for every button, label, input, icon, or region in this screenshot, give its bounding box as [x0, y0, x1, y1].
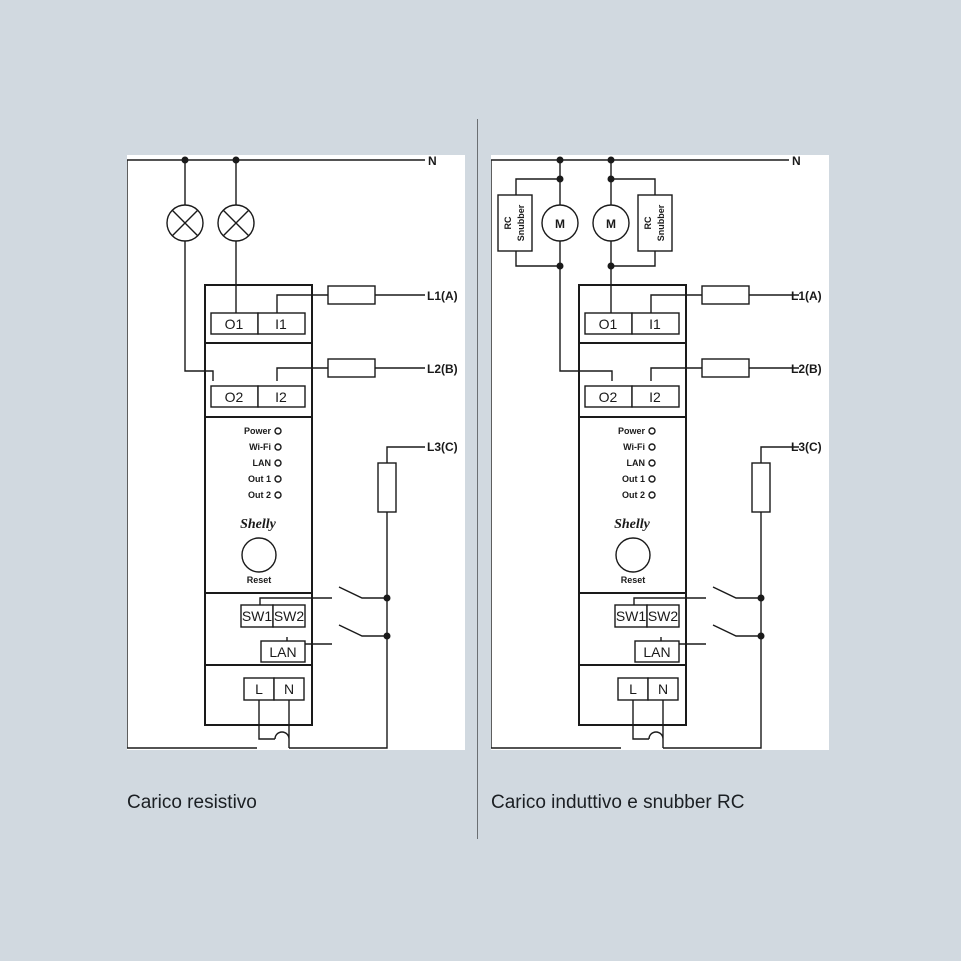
l1-wire [276, 294, 425, 316]
svg-text:I1: I1 [649, 316, 661, 332]
reset-button [241, 537, 277, 573]
svg-text:M: M [555, 217, 565, 231]
terminal-i1 [257, 312, 306, 335]
terminal-i2 [631, 385, 680, 408]
terminal-i2 [257, 385, 306, 408]
led-indicators [274, 427, 282, 499]
l3-fuse [751, 462, 771, 513]
l2-fuse [327, 358, 376, 378]
lamp-1-wire [184, 160, 214, 381]
motor-2-icon [592, 204, 630, 242]
l1-fuse [701, 285, 750, 305]
inductive-load-diagram: N RC Snubber M RC Snubber M L1(A) O1 I1 … [491, 155, 829, 750]
svg-text:I2: I2 [275, 389, 287, 405]
svg-text:Snubber: Snubber [516, 204, 526, 241]
led-wifi-label: Wi-Fi [249, 442, 271, 452]
neutral-wire [491, 159, 789, 749]
svg-text:RC: RC [503, 216, 513, 229]
l3-label: L3(C) [427, 440, 458, 454]
terminal-i1 [631, 312, 680, 335]
svg-text:L2(B): L2(B) [791, 362, 822, 376]
svg-text:L: L [255, 681, 263, 697]
switch-wires [633, 586, 761, 645]
svg-text:I2: I2 [649, 389, 661, 405]
motor-1-icon [541, 204, 579, 242]
resistive-load-diagram: N L1(A) O1 I1 L2(B) O2 I2 Power Wi-Fi LA… [127, 155, 465, 750]
svg-text:O1: O1 [599, 316, 618, 332]
svg-text:LAN: LAN [643, 644, 670, 660]
svg-text:Out 2: Out 2 [622, 490, 645, 500]
l2-fuse [701, 358, 750, 378]
svg-text:O2: O2 [599, 389, 618, 405]
brand-logo: Shelly [240, 517, 277, 532]
device-sections [205, 342, 312, 666]
lamp-2-icon [217, 204, 255, 242]
wiring-diagram-inductive: N RC Snubber M RC Snubber M L1(A) O1 I1 … [491, 155, 822, 749]
neutral-wire [127, 159, 425, 749]
switch-wires [259, 586, 387, 645]
terminal-lan [260, 640, 306, 663]
svg-text:Out 1: Out 1 [622, 474, 645, 484]
l3-fuse [377, 462, 397, 513]
led-lan-label: LAN [253, 458, 272, 468]
neutral-label: N [428, 155, 437, 168]
wiring-diagram-resistive: N L1(A) O1 I1 L2(B) O2 I2 Power Wi-Fi LA… [127, 155, 458, 749]
panel-divider [477, 119, 478, 839]
led-indicators [648, 427, 656, 499]
reset-label: Reset [247, 575, 272, 585]
power-wires [632, 700, 664, 748]
svg-text:Wi-Fi: Wi-Fi [623, 442, 645, 452]
l1-wire [650, 294, 799, 316]
svg-text:O2: O2 [225, 389, 244, 405]
l2-wire [276, 367, 425, 381]
svg-text:LAN: LAN [269, 644, 296, 660]
svg-text:L3(C): L3(C) [791, 440, 822, 454]
l2-label: L2(B) [427, 362, 458, 376]
l2-wire [650, 367, 799, 381]
motor-1-wire [515, 160, 613, 381]
lamp-1-icon [166, 204, 204, 242]
svg-text:SW2: SW2 [274, 608, 305, 624]
reset-button [615, 537, 651, 573]
svg-text:L1(A): L1(A) [791, 289, 822, 303]
l1-fuse [327, 285, 376, 305]
l1-label: L1(A) [427, 289, 458, 303]
svg-text:Reset: Reset [621, 575, 646, 585]
svg-text:O1: O1 [225, 316, 244, 332]
led-out1-label: Out 1 [248, 474, 271, 484]
svg-text:N: N [658, 681, 668, 697]
caption-resistive: Carico resistivo [127, 792, 257, 813]
caption-inductive: Carico induttivo e snubber RC [491, 792, 745, 813]
svg-text:LAN: LAN [627, 458, 646, 468]
svg-text:N: N [284, 681, 294, 697]
svg-text:Power: Power [618, 426, 646, 436]
svg-text:N: N [792, 155, 801, 168]
svg-text:L: L [629, 681, 637, 697]
svg-text:SW2: SW2 [648, 608, 679, 624]
l3-wire [289, 446, 425, 749]
rc-snubber-2 [637, 194, 673, 252]
svg-text:M: M [606, 217, 616, 231]
terminal-sw2 [646, 604, 680, 628]
brand-logo: Shelly [614, 517, 651, 532]
motor-2-wire [610, 160, 656, 316]
l3-wire [663, 446, 799, 749]
led-power-label: Power [244, 426, 272, 436]
led-out2-label: Out 2 [248, 490, 271, 500]
power-wires [258, 700, 290, 748]
terminal-sw2 [272, 604, 306, 628]
svg-text:I1: I1 [275, 316, 287, 332]
svg-text:RC: RC [643, 216, 653, 229]
svg-text:Snubber: Snubber [656, 204, 666, 241]
svg-text:SW1: SW1 [616, 608, 647, 624]
rc-snubber-1 [497, 194, 533, 252]
svg-text:SW1: SW1 [242, 608, 273, 624]
terminal-lan [634, 640, 680, 663]
